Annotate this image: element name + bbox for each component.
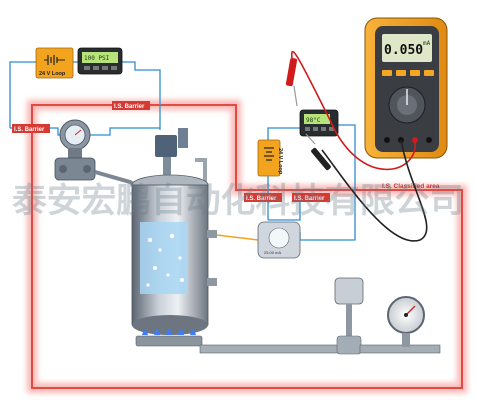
multimeter-icon: 0.050 mA bbox=[364, 17, 448, 159]
pressure-gauge-icon bbox=[387, 296, 425, 347]
burner bbox=[135, 335, 341, 354]
transmitter-caption: 25.00 mA bbox=[264, 250, 281, 255]
barrier-mid-1: I.S. Barrier bbox=[244, 193, 282, 202]
barrier-mid-2: I.S. Barrier bbox=[292, 193, 330, 202]
flame-icon bbox=[142, 329, 196, 335]
process-tank bbox=[131, 174, 217, 335]
classified-area-boundary bbox=[27, 100, 467, 393]
display-reading: 100 PSI bbox=[84, 55, 110, 62]
svg-text:I.S. Barrier: I.S. Barrier bbox=[14, 127, 45, 133]
loop-supply-label: 24 V Loop bbox=[39, 71, 66, 77]
barrier-top: I.S. Barrier bbox=[112, 101, 150, 110]
loop-power-supply-right: 24 V Loop bbox=[257, 139, 283, 177]
classified-area-label: I.S. Classified area bbox=[382, 183, 440, 190]
pressure-transmitter bbox=[54, 119, 152, 197]
control-valve bbox=[334, 277, 441, 355]
barrier-left: I.S. Barrier bbox=[12, 124, 50, 133]
svg-text:I.S. Barrier: I.S. Barrier bbox=[246, 196, 277, 202]
temperature-transmitter: 25.00 mA bbox=[216, 221, 301, 259]
digital-display-right: 98°C bbox=[299, 109, 339, 137]
digital-display-top: 100 PSI bbox=[77, 47, 123, 75]
svg-text:I.S. Barrier: I.S. Barrier bbox=[294, 196, 325, 202]
test-leads bbox=[290, 50, 428, 242]
loop-supply-label: 24 V Loop bbox=[277, 148, 283, 175]
black-probe bbox=[305, 133, 331, 171]
watermark-text: 泰安宏鹏自动化科技有限公司 bbox=[12, 181, 464, 221]
display-reading: 98°C bbox=[306, 117, 321, 124]
battery-icon bbox=[44, 55, 65, 65]
loop-power-supply-top: 24 V Loop bbox=[35, 47, 74, 79]
battery-icon bbox=[264, 147, 274, 161]
loop-wiring bbox=[9, 61, 356, 241]
bubbles bbox=[146, 233, 184, 287]
multimeter-reading: 0.050 bbox=[384, 43, 423, 58]
red-probe bbox=[285, 58, 298, 107]
svg-text:I.S. Barrier: I.S. Barrier bbox=[114, 104, 145, 110]
multimeter-unit: mA bbox=[423, 40, 431, 47]
